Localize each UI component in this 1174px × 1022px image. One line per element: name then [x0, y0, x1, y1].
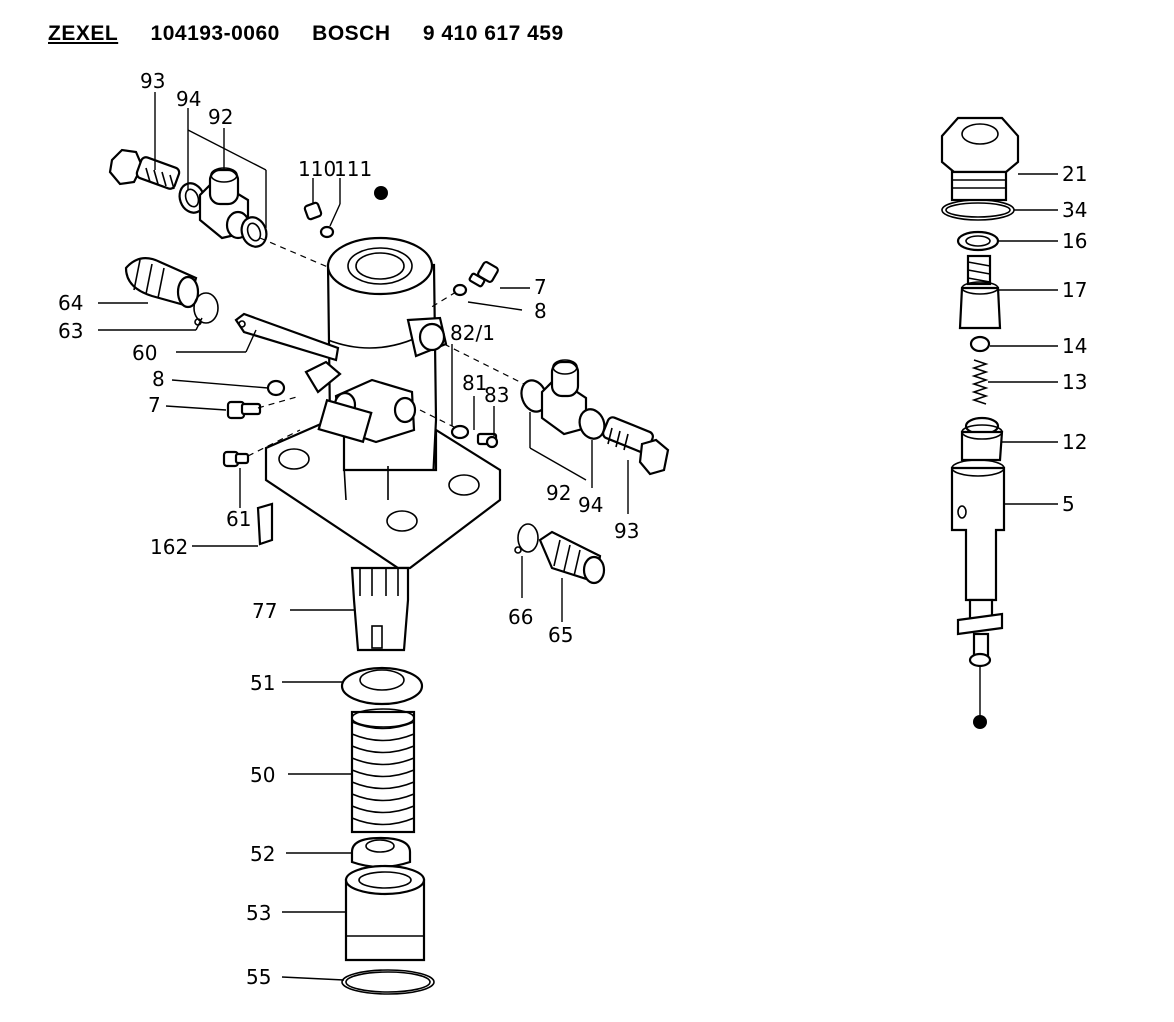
part-92-banjo-fitting-top: [198, 167, 251, 240]
part-8-washer-left: [266, 379, 286, 397]
part-162-bracket: [256, 502, 274, 546]
label-21: 21: [1062, 162, 1087, 186]
part-16-gasket: [956, 230, 1000, 252]
label-94: 94: [176, 87, 201, 111]
label-7-left: 7: [148, 393, 161, 417]
part-94-washer-right: [578, 408, 606, 440]
label-93: 93: [140, 69, 165, 93]
label-94-right: 94: [578, 493, 603, 517]
label-82-1: 82/1: [450, 321, 495, 345]
label-55: 55: [246, 965, 271, 989]
part-21-delivery-valve-holder: [940, 116, 1020, 202]
part-77-control-sleeve: [350, 566, 410, 652]
part-64-protective-cap: [124, 257, 200, 309]
leader-lines: [98, 92, 1058, 981]
part-83-screw: [476, 432, 499, 449]
brand-zexel: ZEXEL: [48, 22, 119, 45]
part-55-circlip: [341, 969, 435, 995]
part-63-snap-ring: [193, 292, 219, 326]
label-162: 162: [150, 535, 188, 559]
part-111-washer: [319, 225, 335, 239]
label-8-right: 8: [534, 299, 547, 323]
part-5-pump-element: [950, 459, 1006, 668]
label-81: 81: [462, 371, 487, 395]
label-14: 14: [1062, 334, 1087, 358]
label-83: 83: [484, 383, 509, 407]
part-17-valve-spring: [958, 254, 1002, 330]
label-61: 61: [226, 507, 251, 531]
part-93-banjo-bolt-right: [602, 416, 670, 476]
label-77: 77: [252, 599, 277, 623]
part-13-spring: [971, 359, 989, 405]
label-5: 5: [1062, 492, 1075, 516]
label-92: 92: [208, 105, 233, 129]
label-66: 66: [508, 605, 533, 629]
part-65-cap: [538, 530, 606, 585]
label-12: 12: [1062, 430, 1087, 454]
label-52: 52: [250, 842, 275, 866]
part-93-banjo-bolt-top: [108, 148, 181, 190]
label-111: 111: [334, 157, 372, 181]
label-17: 17: [1062, 278, 1087, 302]
part-number-zexel: 104193-0060: [150, 22, 280, 45]
part-53-roller-tappet: [344, 864, 426, 962]
part-12-valve-seat: [960, 416, 1004, 462]
part-50-plunger-spring: [350, 708, 416, 834]
reference-dot-bottom: [973, 715, 987, 729]
part-34-o-ring: [941, 199, 1015, 221]
label-92-right: 92: [546, 481, 571, 505]
diagram-header: ZEXEL 104193-0060 BOSCH 9 410 617 459: [48, 22, 590, 46]
label-53: 53: [246, 901, 271, 925]
part-7-bolt-right: [468, 261, 499, 288]
label-16: 16: [1062, 229, 1087, 253]
label-64: 64: [58, 291, 83, 315]
label-110: 110: [298, 157, 336, 181]
label-60: 60: [132, 341, 157, 365]
part-66-snap-ring: [514, 523, 539, 554]
part-8-washer-right: [452, 283, 468, 297]
part-52-lower-spring-seat: [350, 836, 412, 869]
part-110-plug: [303, 201, 323, 221]
part-7-bolt-left: [226, 400, 262, 420]
label-8-left: 8: [152, 367, 165, 391]
part-14-valve: [969, 335, 991, 353]
brand-bosch: BOSCH: [312, 22, 391, 45]
label-34: 34: [1062, 198, 1087, 222]
label-93-right: 93: [614, 519, 639, 543]
label-13: 13: [1062, 370, 1087, 394]
pump-housing: [264, 236, 502, 570]
label-63: 63: [58, 319, 83, 343]
arm-lever: [304, 360, 342, 394]
callout-labels: 93 94 92 110 111 64 63 60 8 7 7 8 82/1 8…: [58, 69, 1087, 989]
label-7-right: 7: [534, 275, 547, 299]
part-61-screw: [222, 450, 250, 468]
reference-dot-top: [374, 186, 388, 200]
label-50: 50: [250, 763, 275, 787]
part-94-washer-top-2: [240, 216, 268, 248]
part-number-bosch: 9 410 617 459: [422, 22, 564, 45]
label-65: 65: [548, 623, 573, 647]
part-51-spring-seat: [340, 666, 424, 706]
part-60-shaft: [234, 312, 340, 362]
label-51: 51: [250, 671, 275, 695]
part-81-washer: [450, 424, 470, 440]
